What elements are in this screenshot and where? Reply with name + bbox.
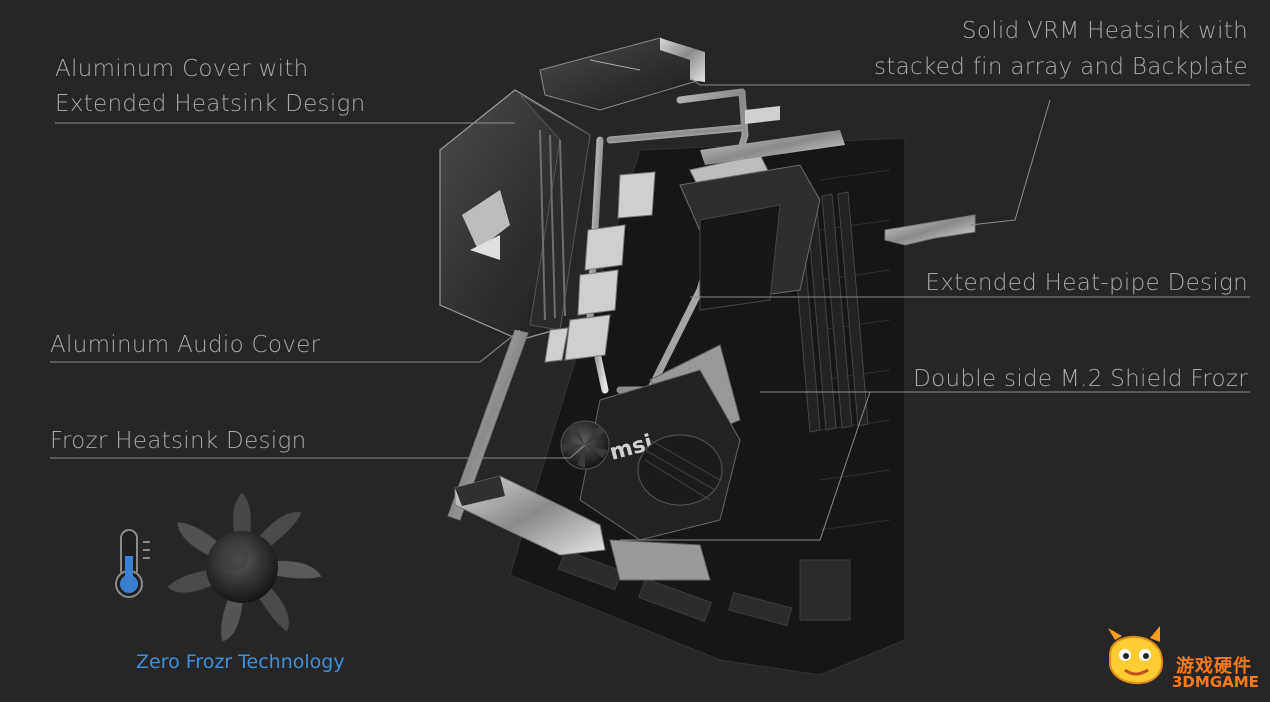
audio-cover	[447, 329, 529, 521]
m2-shield	[454, 475, 606, 556]
watermark-line2: 3DMGAME	[1172, 673, 1259, 691]
callout-m2-shield: Double side M.2 Shield Frozr	[913, 366, 1248, 392]
thermometer-icon	[115, 529, 150, 598]
callout-aluminum-cover-line2: Extended Heatsink Design	[55, 91, 366, 117]
top-vrm-heatsink	[539, 37, 705, 111]
callout-frozr-heatsink: Frozr Heatsink Design	[50, 428, 307, 454]
callout-vrm-heatsink-line1: Solid VRM Heatsink with	[961, 18, 1248, 44]
callout-vrm-heatsink-line2: stacked fin array and Backplate	[874, 54, 1248, 80]
m2-shield-bottom	[609, 539, 711, 581]
fan-icon	[166, 491, 323, 643]
watermark-mascot-icon	[1108, 626, 1164, 685]
io-aluminum-cover	[439, 89, 591, 341]
callout-heat-pipe: Extended Heat-pipe Design	[925, 270, 1248, 296]
zero-frozr-title: Zero Frozr Technology	[136, 651, 345, 673]
watermark-line1: 游戏硬件	[1176, 656, 1252, 677]
callout-audio-cover: Aluminum Audio Cover	[50, 332, 321, 358]
callout-aluminum-cover-line1: Aluminum Cover with	[55, 56, 309, 82]
leader-lines	[50, 77, 1250, 541]
chipset-heatsink: msi	[579, 369, 741, 541]
rear-io-ports	[544, 171, 656, 363]
